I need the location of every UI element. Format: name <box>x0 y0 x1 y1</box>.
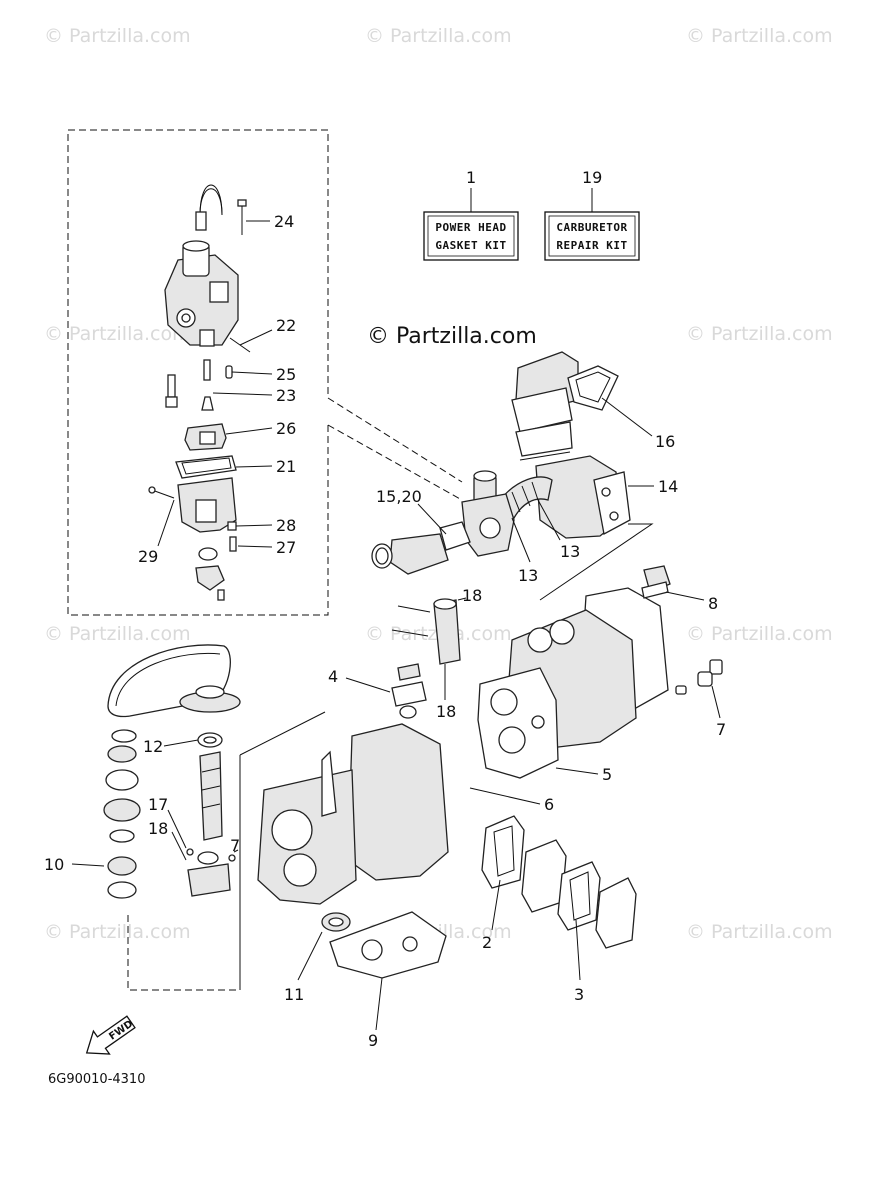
watermark: © Partzilla.com <box>44 623 191 645</box>
callout-4: 4 <box>328 667 338 686</box>
fwd-arrow-icon: FWD <box>85 1015 136 1055</box>
callout-9: 9 <box>368 1031 378 1050</box>
callout-6: 6 <box>544 795 554 814</box>
callout-24: 24 <box>274 212 294 231</box>
watermark-main: © Partzilla.com <box>367 324 537 349</box>
intake-assembly[interactable] <box>371 351 631 575</box>
watermark: © Partzilla.com <box>44 323 191 345</box>
carburetor-detail-frame <box>67 129 463 991</box>
callout-29: 29 <box>138 547 158 566</box>
callout-12: 12 <box>143 737 163 756</box>
kit-power-head-gasket[interactable]: 1 POWER HEAD GASKET KIT <box>423 168 519 261</box>
watermark: © Partzilla.com <box>44 25 191 47</box>
watermark: © Partzilla.com <box>686 323 833 345</box>
carburetor-assembly[interactable] <box>148 184 251 601</box>
callout-3: 3 <box>574 985 584 1004</box>
callout-7: 7 <box>716 720 726 739</box>
callout-8: 8 <box>708 594 718 613</box>
callout-27: 27 <box>276 538 296 557</box>
callout-21: 21 <box>276 457 296 476</box>
watermark: © Partzilla.com <box>686 623 833 645</box>
callout-2: 2 <box>482 933 492 952</box>
kit-label-line1: CARBURETOR <box>556 221 627 234</box>
kit-label-line2: GASKET KIT <box>435 239 506 252</box>
callout-18: 18 <box>148 819 168 838</box>
callout-25: 25 <box>276 365 296 384</box>
lower-callouts: 2 3 11 9 <box>284 879 584 1050</box>
callout-10: 10 <box>44 855 64 874</box>
callout-28: 28 <box>276 516 296 535</box>
callout-18: 18 <box>462 586 482 605</box>
lower-gaskets[interactable] <box>321 815 637 979</box>
watermark: © Partzilla.com <box>44 921 191 943</box>
carburetor-callouts: 24 22 25 23 26 21 28 27 29 <box>138 212 296 566</box>
kit-label-line2: REPAIR KIT <box>556 239 627 252</box>
kit-carburetor-repair[interactable]: 19 CARBURETOR REPAIR KIT <box>544 168 640 261</box>
intake-callouts: 16 14 15,20 13 13 <box>376 397 678 585</box>
watermark: © Partzilla.com <box>686 921 833 943</box>
callout-16: 16 <box>655 432 675 451</box>
callout-17: 17 <box>148 795 168 814</box>
callout-23: 23 <box>276 386 296 405</box>
watermark: © Partzilla.com <box>365 25 512 47</box>
watermark: © Partzilla.com <box>686 25 833 47</box>
callout-5: 5 <box>602 765 612 784</box>
crankshaft-callouts: 12 17 18 7 10 <box>44 737 240 874</box>
kit-label-line1: POWER HEAD <box>435 221 506 234</box>
callout-26: 26 <box>276 419 296 438</box>
crankshaft-assembly[interactable] <box>103 644 241 899</box>
callout-15-20: 15,20 <box>376 487 422 506</box>
callout-13: 13 <box>518 566 538 585</box>
diagram-code: 6G90010-4310 <box>48 1072 145 1087</box>
cylinder-assembly[interactable] <box>257 565 723 905</box>
callout-11: 11 <box>284 985 304 1004</box>
callout-13: 13 <box>560 542 580 561</box>
cylinder-callouts: 18 8 4 18 7 5 6 <box>328 586 726 814</box>
callout-7: 7 <box>230 836 240 855</box>
callout-22: 22 <box>276 316 296 335</box>
callout-14: 14 <box>658 477 678 496</box>
callout-19: 19 <box>582 168 602 187</box>
callout-18: 18 <box>436 702 456 721</box>
callout-1: 1 <box>466 168 476 187</box>
